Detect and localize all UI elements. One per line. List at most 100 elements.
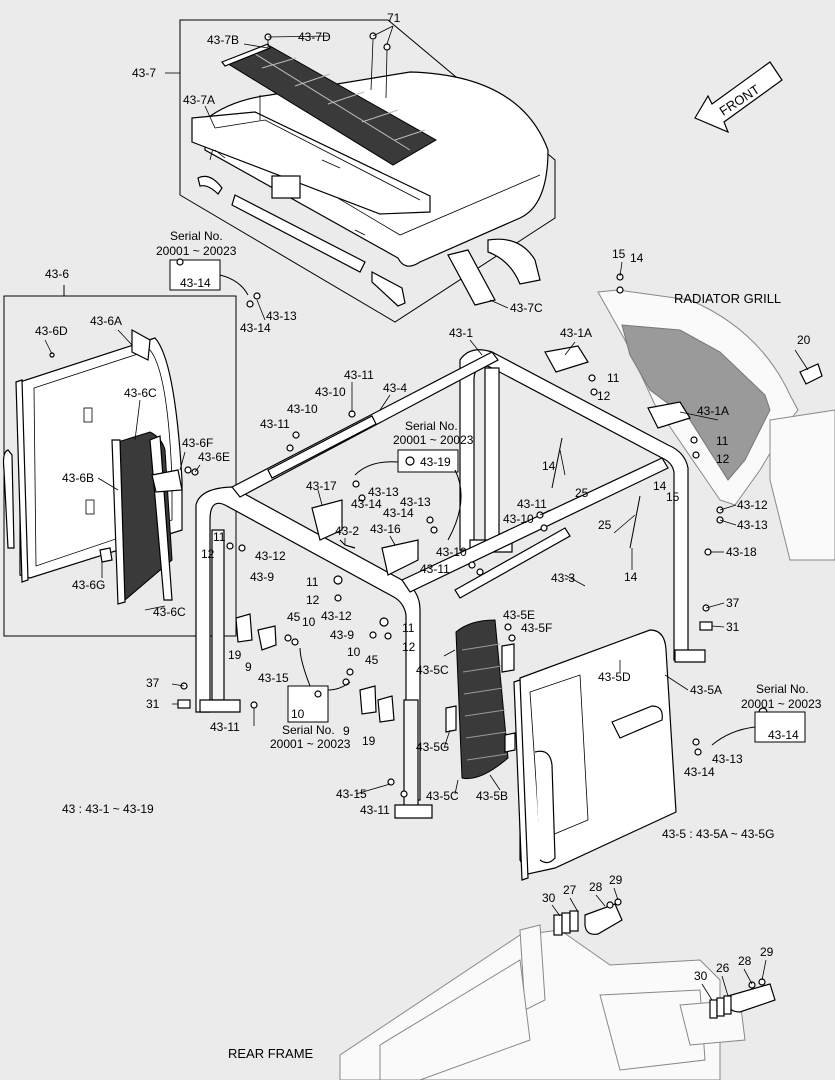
callout-43-10-c: 43-10 — [503, 512, 534, 526]
rear-frame-label: REAR FRAME — [228, 1046, 314, 1061]
callout-20: 20 — [797, 333, 811, 347]
callout-37-a: 37 — [726, 596, 740, 610]
callout-43-6E: 43-6E — [198, 450, 230, 464]
callout-11-c: 11 — [213, 530, 226, 544]
callout-43-7A: 43-7A — [183, 93, 215, 107]
group-range-43: 43 : 43-1 ~ 43-19 — [62, 802, 154, 816]
callout-43-5G: 43-5G — [416, 740, 449, 754]
serial-3-line1: Serial No. — [282, 723, 335, 737]
callout-43-13-c: 43-13 — [400, 495, 431, 509]
callout-31-b: 31 — [146, 697, 160, 711]
callout-43-5B: 43-5B — [476, 789, 508, 803]
callout-19-a: 19 — [228, 648, 242, 662]
callout-25-a: 25 — [575, 486, 589, 500]
callout-43-15-b: 43-15 — [336, 787, 367, 801]
callout-43-18: 43-18 — [726, 545, 757, 559]
serial-box-3: 10 Serial No. 20001 ~ 20023 — [270, 647, 351, 751]
callout-43-13-b: 43-13 — [368, 485, 399, 499]
callout-11-b: 11 — [716, 434, 729, 448]
door-43-5 — [445, 619, 768, 881]
callout-11-e: 11 — [402, 621, 415, 635]
callout-43-5C-b: 43-5C — [426, 789, 459, 803]
callout-43-10-a: 43-10 — [315, 385, 346, 399]
serial-2-line1: Serial No. — [405, 419, 458, 433]
callout-45-b: 45 — [365, 653, 379, 667]
callout-11-a: 11 — [607, 371, 620, 385]
callout-43-11-a: 43-11 — [344, 368, 374, 382]
callout-43-6F: 43-6F — [182, 436, 213, 450]
serial-4-line2: 20001 ~ 20023 — [741, 697, 822, 711]
callout-43-17: 43-17 — [306, 479, 337, 493]
serial-1-line2: 20001 ~ 20023 — [156, 244, 237, 258]
serial-4-line1: Serial No. — [756, 682, 809, 696]
callout-43-6C-top: 43-6C — [124, 386, 157, 400]
callout-43-5A: 43-5A — [690, 683, 722, 697]
callout-43-13-e: 43-13 — [712, 752, 743, 766]
callout-43-1A-a: 43-1A — [560, 326, 592, 340]
radiator-grill-label: RADIATOR GRILL — [674, 291, 781, 306]
callout-43-5E: 43-5E — [503, 608, 535, 622]
callout-43-6B: 43-6B — [62, 471, 94, 485]
callout-30-a: 30 — [542, 891, 556, 905]
serial-4-part: 43-14 — [768, 728, 799, 742]
serial-box-1: Serial No. 20001 ~ 20023 43-14 — [156, 229, 249, 296]
callout-43-15-a: 43-15 — [258, 671, 289, 685]
callout-43-10-d: 43-10 — [436, 545, 467, 559]
callout-43-4: 43-4 — [383, 381, 407, 395]
callout-43-12-c: 43-12 — [321, 609, 352, 623]
callout-43-12-b: 43-12 — [255, 549, 286, 563]
callout-43-6D: 43-6D — [35, 324, 68, 338]
callout-15-a: 15 — [612, 247, 626, 261]
leader-lines — [44, 25, 809, 1001]
callout-28-b: 28 — [738, 954, 752, 968]
callout-30-b: 30 — [694, 969, 708, 983]
callout-43-13-d: 43-13 — [737, 518, 768, 532]
serial-box-4: Serial No. 20001 ~ 20023 43-14 — [711, 682, 822, 746]
serial-3-line2: 20001 ~ 20023 — [270, 737, 351, 751]
rear-frame — [339, 898, 776, 1080]
callout-12-b: 12 — [716, 452, 730, 466]
callout-14-d: 14 — [624, 570, 638, 584]
group-43-6 — [2, 285, 237, 637]
callout-37-b: 37 — [146, 676, 160, 690]
callout-27: 27 — [563, 883, 577, 897]
serial-2-line2: 20001 ~ 20023 — [393, 433, 474, 447]
callout-43-7C: 43-7C — [510, 301, 543, 315]
callout-43-11-d: 43-11 — [420, 562, 450, 576]
callout-12-a: 12 — [597, 389, 611, 403]
callout-43-5D: 43-5D — [598, 670, 631, 684]
callout-43-14-a: 43-14 — [240, 321, 271, 335]
callout-29-a: 29 — [609, 873, 623, 887]
front-arrow: FRONT — [694, 61, 783, 134]
callout-12-c: 12 — [201, 547, 215, 561]
callout-12-d: 12 — [306, 593, 320, 607]
callout-43-7D: 43-7D — [298, 30, 331, 44]
callout-14-b: 14 — [542, 459, 556, 473]
callout-43-6: 43-6 — [45, 267, 69, 281]
callout-43-16: 43-16 — [370, 522, 401, 536]
callout-43-7: 43-7 — [132, 66, 156, 80]
callout-43-14-b: 43-14 — [351, 497, 382, 511]
callout-25-b: 25 — [598, 518, 612, 532]
callout-31-a: 31 — [726, 620, 740, 634]
serial-1-part: 43-14 — [180, 276, 211, 290]
callout-9-b: 9 — [343, 724, 350, 738]
serial-3-part: 10 — [291, 707, 305, 721]
callout-43-1: 43-1 — [449, 326, 473, 340]
callout-43-5F: 43-5F — [521, 621, 552, 635]
serial-2-part: 43-19 — [420, 455, 451, 469]
callout-12-e: 12 — [402, 640, 416, 654]
serial-box-2: Serial No. 20001 ~ 20023 43-19 — [354, 419, 474, 541]
callout-43-11-c: 43-11 — [517, 497, 547, 511]
callout-71: 71 — [387, 11, 401, 25]
callout-43-9-a: 43-9 — [250, 570, 274, 584]
callout-43-14-c: 43-14 — [383, 506, 414, 520]
callout-10-b: 10 — [347, 645, 361, 659]
callout-28-a: 28 — [589, 880, 603, 894]
callout-43-5C-a: 43-5C — [416, 663, 449, 677]
callout-45-a: 45 — [287, 610, 301, 624]
callout-43-11-e: 43-11 — [210, 720, 240, 734]
callout-43-9-b: 43-9 — [330, 628, 354, 642]
callout-43-11-f: 43-11 — [360, 803, 390, 817]
